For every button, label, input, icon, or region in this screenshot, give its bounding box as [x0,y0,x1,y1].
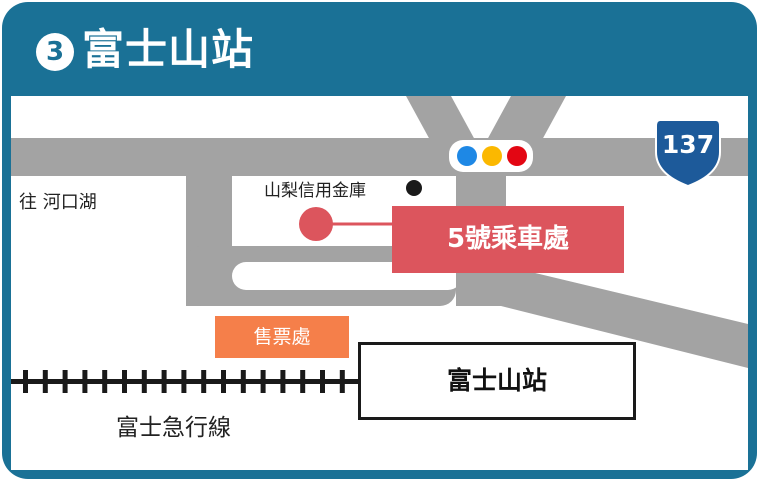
railway-ties [23,370,345,393]
railway-tie [23,370,28,393]
railway-tie [221,370,226,393]
station-building-label: 富士山站 [358,342,636,420]
railway-tie [62,370,68,393]
road-north-left [406,96,481,151]
railway-tie [300,370,306,393]
railway-tie [320,370,325,393]
road-main [11,138,748,176]
railway-tie [260,370,266,393]
railway-tie [141,370,147,393]
ticket-office-label: 售票處 [215,316,349,358]
bank-label: 山梨信用金庫 [264,181,366,201]
railway-tie [240,370,246,393]
railway-tie [102,370,108,393]
road-north-right [481,96,566,151]
railway-tie [82,370,88,393]
signal-light-yellow [482,146,502,166]
header: 3 富士山站 [0,0,759,96]
signal-light-blue [457,146,477,166]
page-title: 富士山站 [82,25,255,74]
railway-label: 富士急行線 [116,415,231,441]
railway-tie [280,370,286,393]
boarding-area-label: 5號乘車處 [392,206,624,273]
railway-tie [122,370,127,393]
station-map: 往 河口湖 山梨信用金庫 5號乘車處 售票處 富士山站 富士急行線 137 [11,96,748,470]
railway-tie [161,370,167,393]
station-number-badge: 3 [36,33,74,71]
road-southeast [456,266,748,368]
railway-tie [181,370,187,393]
signal-light-red [507,146,527,166]
railway-tie [201,370,207,393]
direction-label: 往 河口湖 [19,192,97,213]
railway-tie [42,370,48,393]
route-shield-icon: 137 [654,118,722,188]
route-number: 137 [661,130,715,159]
bus-stop-marker-icon [299,207,333,241]
bank-marker-icon [406,180,422,196]
railway-tie [339,370,345,393]
